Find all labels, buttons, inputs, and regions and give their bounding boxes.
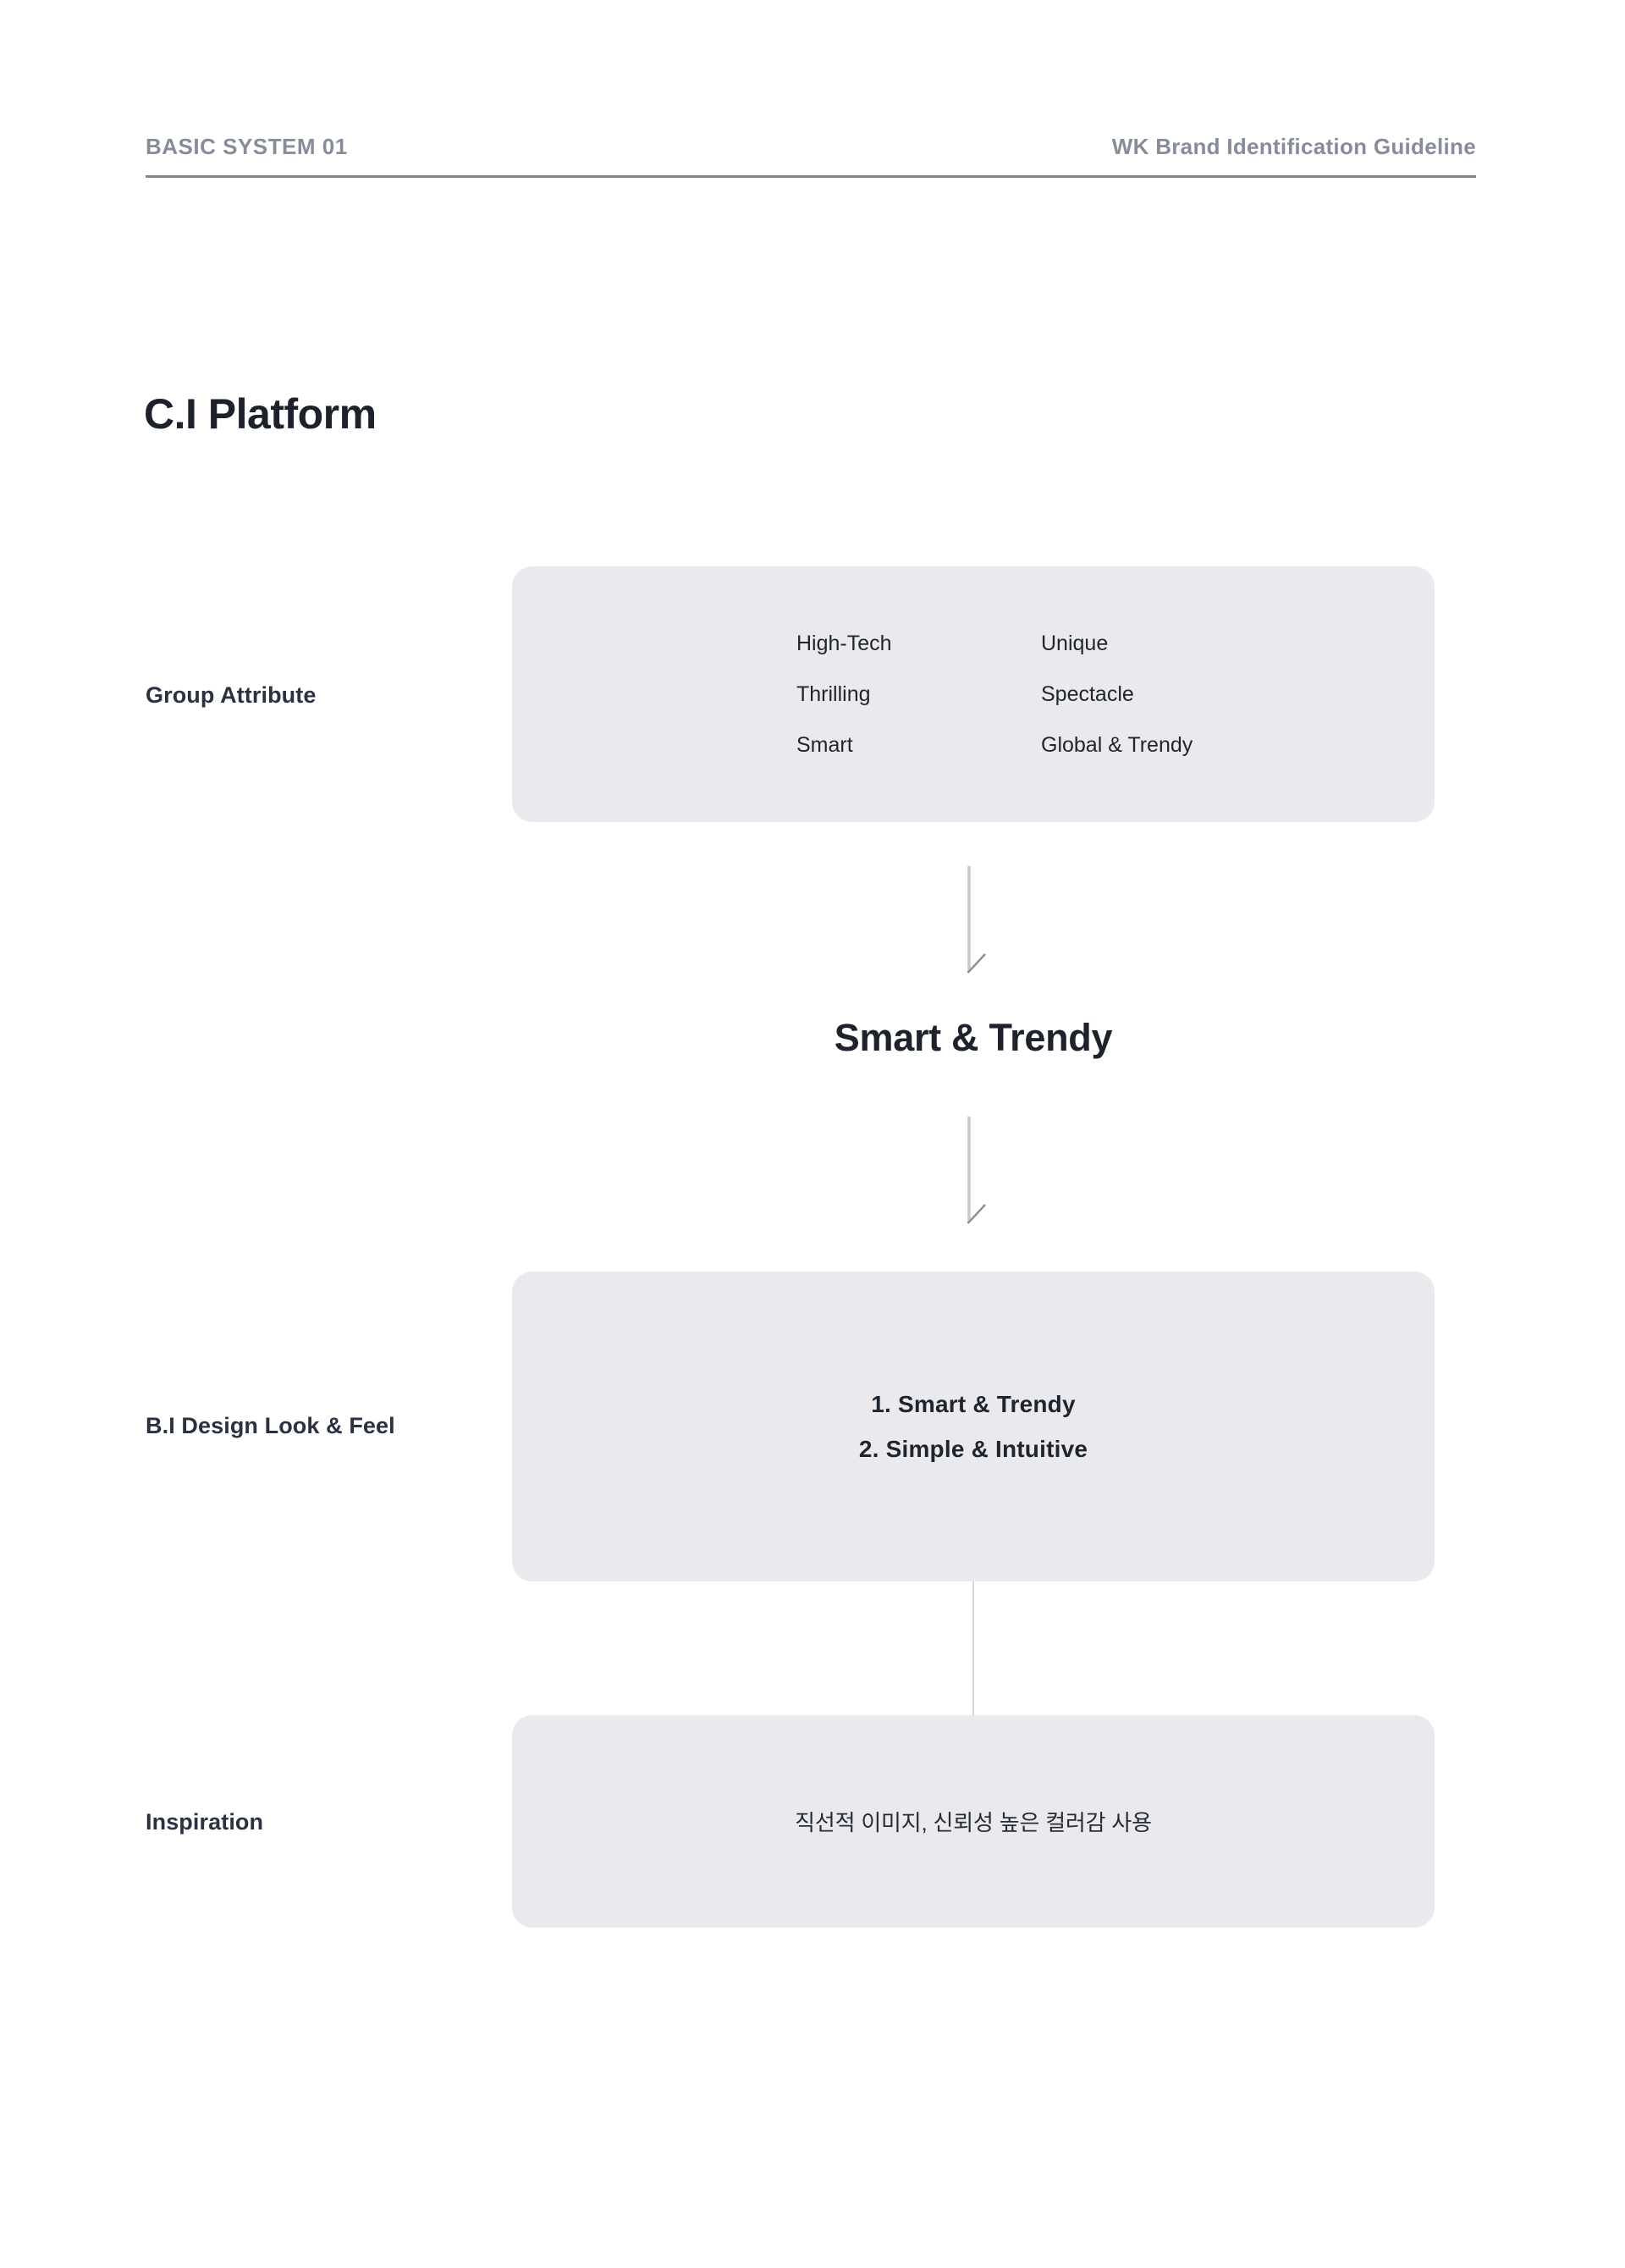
down-arrow-icon [967, 866, 986, 974]
header-divider [146, 175, 1476, 178]
header-document-title: WK Brand Identification Guideline [1111, 134, 1476, 159]
look-and-feel-item: 2. Simple & Intuitive [858, 1436, 1088, 1462]
attribute-columns: High-Tech Thrilling Smart Unique Spectac… [796, 618, 1193, 770]
group-attribute-label: Group Attribute [146, 682, 317, 708]
page-title: C.I Platform [144, 390, 377, 438]
core-keyword-heading: Smart & Trendy [834, 1016, 1113, 1059]
inspiration-card: 직선적 이미지, 신뢰성 높은 컬러감 사용 [512, 1715, 1435, 1928]
look-and-feel-label: B.I Design Look & Feel [146, 1413, 395, 1438]
attribute-item: Thrilling [796, 682, 871, 706]
attribute-item: High-Tech [796, 632, 892, 655]
header-section-label: BASIC SYSTEM 01 [146, 134, 348, 159]
group-attribute-card: High-Tech Thrilling Smart Unique Spectac… [512, 566, 1435, 822]
inspiration-label: Inspiration [146, 1809, 264, 1835]
attribute-item: Smart [796, 733, 853, 757]
attribute-item: Global & Trendy [1041, 733, 1193, 757]
inspiration-text: 직선적 이미지, 신뢰성 높은 컬러감 사용 [795, 1810, 1152, 1835]
attribute-column-1: High-Tech Thrilling Smart [796, 618, 1041, 770]
connector-line [972, 1581, 974, 1715]
attribute-item: Unique [1041, 632, 1109, 655]
attribute-item: Spectacle [1041, 682, 1134, 706]
attribute-column-2: Unique Spectacle Global & Trendy [1041, 618, 1193, 770]
look-and-feel-card: 1. Smart & Trendy 2. Simple & Intuitive [512, 1272, 1435, 1581]
down-arrow-icon [967, 1117, 986, 1224]
look-and-feel-item: 1. Smart & Trendy [871, 1391, 1076, 1417]
